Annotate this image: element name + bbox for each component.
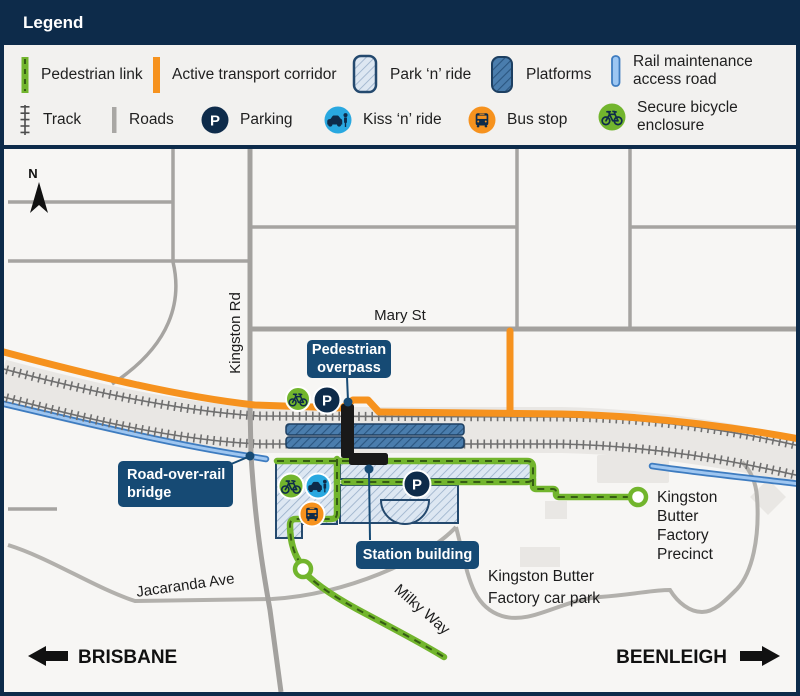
butter-precinct-label: Butter xyxy=(657,508,698,525)
car-park-road xyxy=(454,460,760,620)
legend-title: Legend xyxy=(23,13,84,32)
place-labels: Kingston Butter Factory car park Kingsto… xyxy=(488,489,717,607)
secure-bicycle-enclosure-icon xyxy=(277,472,305,500)
rail-tracks xyxy=(0,363,800,481)
legend-label: Secure bicycle enclosure xyxy=(637,99,738,134)
butter-precinct-label: Kingston xyxy=(657,489,717,506)
rail-corridor-band xyxy=(0,359,800,484)
legend-label: Parking xyxy=(240,111,293,128)
svg-text:P: P xyxy=(412,477,422,494)
legend-item-track: Track xyxy=(18,103,81,137)
legend-item-rail-maintenance-road: Rail maintenance access road xyxy=(610,52,753,90)
legend-label: Active transport corridor xyxy=(172,66,337,83)
butter-precinct-label: Factory xyxy=(657,527,709,544)
beenleigh-label: BEENLEIGH xyxy=(616,647,727,668)
secure-bicycle-enclosure-icon xyxy=(598,103,626,131)
butter-car-park-label: Kingston Butter xyxy=(488,568,594,585)
mary-st-label: Mary St xyxy=(374,307,427,324)
svg-text:P: P xyxy=(322,393,332,410)
north-arrow: N xyxy=(28,166,48,213)
brisbane-label: BRISBANE xyxy=(78,647,177,668)
pedestrian-link-node xyxy=(627,486,649,508)
legend-item-active-transport-corridor: Active transport corridor xyxy=(152,56,337,94)
pedestrian-link-node xyxy=(292,558,314,580)
north-label: N xyxy=(28,166,37,181)
butter-precinct-label: Precinct xyxy=(657,546,714,563)
legend-item-pedestrian-link: Pedestrian link xyxy=(20,56,143,94)
legend-item-secure-bicycle-enclosure: Secure bicycle enclosure xyxy=(598,99,738,135)
svg-text:P: P xyxy=(210,113,220,130)
legend-label: Roads xyxy=(129,111,174,128)
parking-icon: P xyxy=(201,106,229,134)
active-transport-corridor-swatch-icon xyxy=(153,57,160,93)
bus-stop-icon xyxy=(298,500,326,528)
legend-separator xyxy=(0,145,800,149)
legend-label: Platforms xyxy=(526,65,592,83)
roads-swatch-icon xyxy=(112,107,117,133)
kiss-n-ride-icon xyxy=(304,472,332,500)
platforms xyxy=(285,423,465,449)
north-arrow-icon xyxy=(30,182,48,213)
legend-header: Legend xyxy=(0,0,800,45)
legend-item-bus-stop: Bus stop xyxy=(468,106,567,134)
pedestrian-overpass-callout: Pedestrian overpass xyxy=(307,340,391,378)
park-n-ride-swatch-icon xyxy=(352,54,378,94)
secure-bicycle-enclosure-icon xyxy=(285,386,311,412)
station-map: P P N Mary St xyxy=(0,148,800,696)
map-facility-icons: P P xyxy=(277,385,432,528)
rail-maintenance-road-swatch-icon xyxy=(611,55,621,87)
legend-label: Park ‘n’ ride xyxy=(390,65,472,83)
track-swatch-icon xyxy=(20,105,30,135)
pedestrian-overpass-structure xyxy=(341,404,354,458)
legend-label: Kiss ‘n’ ride xyxy=(363,111,442,128)
legend-item-platforms: Platforms xyxy=(490,55,591,94)
west-arrow-icon xyxy=(28,646,68,666)
pedestrian-link-swatch-icon xyxy=(21,57,29,93)
kingston-rd-road xyxy=(247,148,284,693)
station-building-callout: Station building xyxy=(356,541,479,569)
road-over-rail-bridge-callout: Road-over-rail bridge xyxy=(118,461,233,507)
parking-icon: P xyxy=(402,469,432,499)
rail-maintenance-roads xyxy=(0,399,800,488)
legend-label: Rail maintenance access road xyxy=(633,53,753,88)
pedestrian-links xyxy=(273,455,649,661)
legend-item-parking: P Parking xyxy=(201,106,293,134)
station-building-structure xyxy=(349,453,388,465)
direction-labels: BRISBANE BEENLEIGH xyxy=(28,646,780,668)
bus-stop-icon xyxy=(468,106,496,134)
east-arrow-icon xyxy=(740,646,780,666)
park-n-ride-dome xyxy=(379,499,431,525)
legend-label: Track xyxy=(43,111,82,128)
platforms-swatch-icon xyxy=(491,56,513,93)
kingston-rd-label: Kingston Rd xyxy=(227,292,244,374)
legend-label: Pedestrian link xyxy=(41,66,143,83)
legend-item-park-n-ride: Park ‘n’ ride xyxy=(352,54,471,95)
butter-car-park-label: Factory car park xyxy=(488,590,600,607)
kiss-n-ride-icon xyxy=(324,106,352,134)
legend-label: Bus stop xyxy=(507,111,568,128)
parking-icon: P xyxy=(312,385,342,415)
active-transport-corridor xyxy=(0,327,800,443)
legend-body xyxy=(0,45,800,145)
legend-item-roads: Roads xyxy=(111,106,174,134)
legend-item-kiss-n-ride: Kiss ‘n’ ride xyxy=(324,106,442,134)
